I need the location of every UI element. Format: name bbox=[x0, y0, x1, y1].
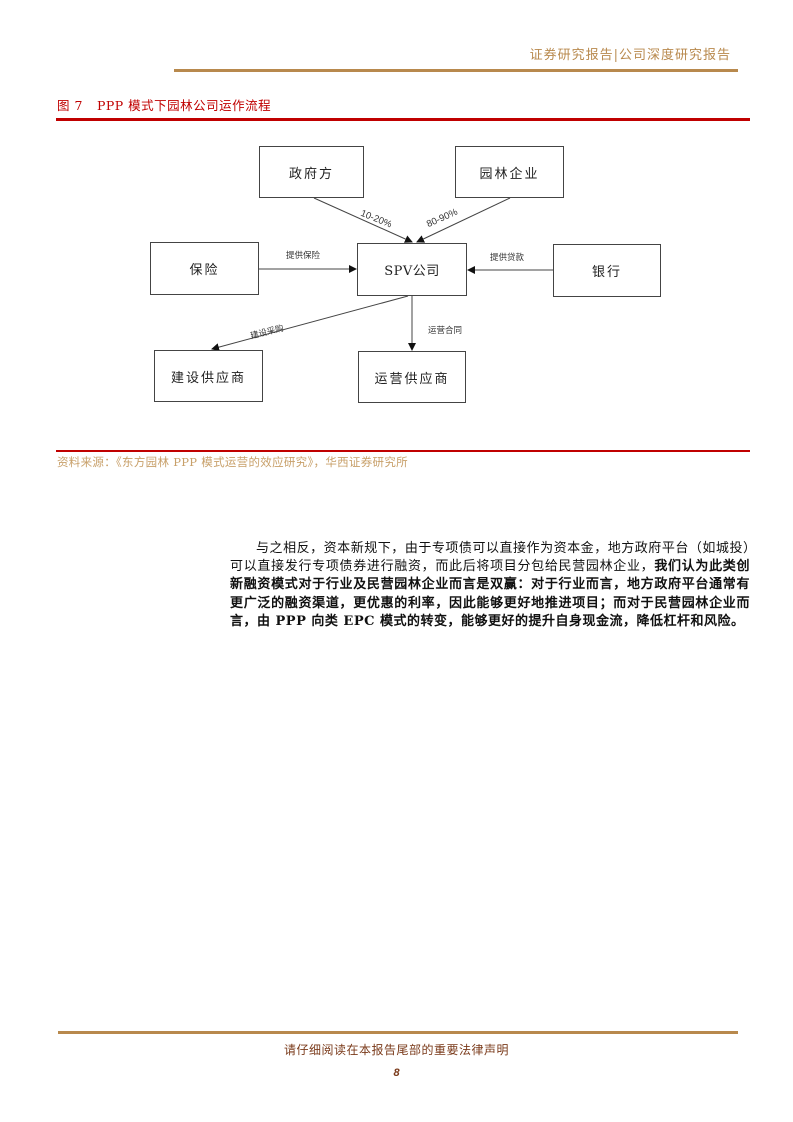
flow-diagram-connectors bbox=[211, 197, 553, 352]
footer-disclaimer: 请仔细阅读在本报告尾部的重要法律声明 bbox=[283, 1043, 509, 1057]
body-paragraph: 与之相反，资本新规下，由于专项债可以直接作为资本金，地方政府平台（如城投）可以直… bbox=[230, 540, 750, 631]
arrow-spv-to-construction bbox=[211, 295, 409, 352]
node-spv: SPV公司 bbox=[357, 243, 467, 296]
node-insurance: 保险 bbox=[150, 242, 259, 295]
figure-caption: PPP 模式下园林公司运作流程 bbox=[96, 98, 272, 113]
header-divider bbox=[174, 69, 738, 72]
label-provide-loan: 提供贷款 bbox=[490, 253, 525, 263]
body-text-normal: 与之相反，资本新规下，由于专项债可以直接作为资本金，地方政府平台（如城投）可以直… bbox=[230, 541, 750, 575]
figure-title: 图 7 PPP 模式下园林公司运作流程 bbox=[57, 95, 271, 114]
arrow-government-to-spv bbox=[313, 197, 413, 243]
figure-number: 图 7 bbox=[57, 98, 83, 113]
body-text-bold: 我们认为此类创新融资模式对于行业及民营园林企业而言是双赢：对于行业而言，地方政府… bbox=[230, 559, 750, 629]
node-bank: 银行 bbox=[553, 244, 661, 297]
source-divider bbox=[56, 450, 750, 452]
label-operation-contract: 运营合同 bbox=[428, 326, 463, 336]
figure-source: 资料来源：《东方园林 PPP 模式运营的效应研究》，华西证券研究所 bbox=[57, 455, 408, 469]
report-header-title: 证券研究报告|公司深度研究报告 bbox=[529, 48, 731, 63]
page-number: 8 bbox=[393, 1067, 400, 1079]
node-operation-supplier: 运营供应商 bbox=[358, 351, 466, 403]
label-provide-insurance: 提供保险 bbox=[286, 251, 321, 261]
node-garden-company: 园林企业 bbox=[455, 146, 564, 198]
footer-divider bbox=[58, 1031, 738, 1034]
figure-top-divider bbox=[56, 118, 750, 121]
node-construction-supplier: 建设供应商 bbox=[154, 350, 263, 402]
node-government: 政府方 bbox=[259, 146, 364, 198]
arrow-company-to-spv bbox=[416, 197, 511, 243]
